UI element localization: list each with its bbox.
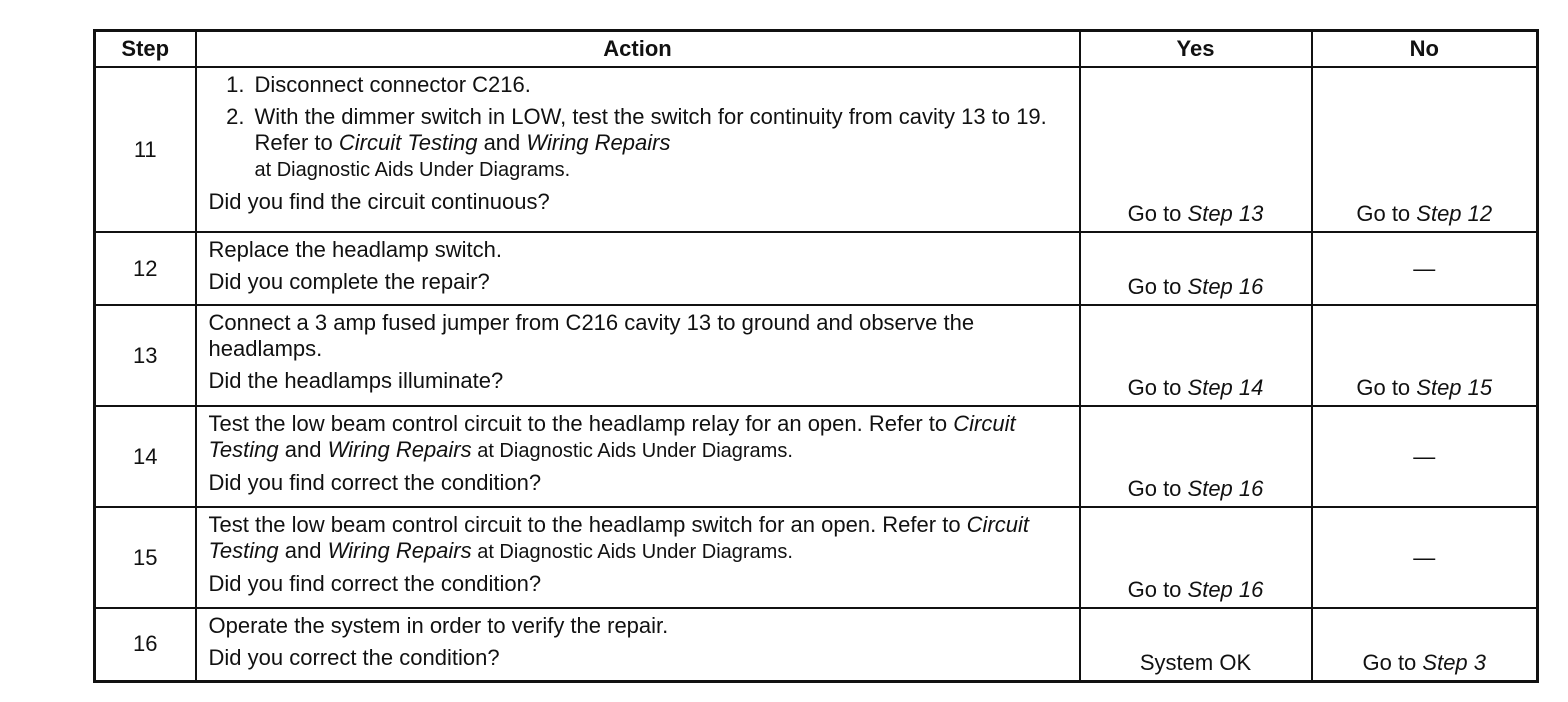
table-row: 12 Replace the headlamp switch. Did you … (93, 231, 1539, 306)
action-text: Operate the system in order to verify th… (208, 613, 669, 638)
ref-circuit-testing: Circuit Testing (208, 512, 1030, 563)
yes-step-link: Step 14 (1187, 375, 1264, 400)
no-cell: — (1310, 231, 1539, 306)
list-text: With the dimmer switch in LOW, test the … (254, 104, 1047, 181)
action-text: Test the low beam control circuit to the… (208, 512, 1030, 563)
ref-wiring-repairs: Wiring Repairs (526, 130, 671, 155)
step-number: 13 (93, 304, 197, 407)
ref-wiring-repairs: Wiring Repairs (327, 437, 472, 462)
list-number: 1. (226, 72, 245, 97)
yes-step-link: Step 16 (1187, 476, 1264, 501)
header-yes: Yes (1078, 29, 1313, 68)
step-number: 12 (93, 231, 197, 306)
header-step: Step (93, 29, 197, 68)
list-item: 2. With the dimmer switch in LOW, test t… (209, 104, 1069, 183)
yes-cell: Go to Step 14 (1078, 304, 1313, 407)
table-header-row: Step Action Yes No (93, 29, 1539, 68)
no-cell: Go to Step 12 (1310, 66, 1539, 233)
no-cell: Go to Step 3 (1310, 607, 1539, 682)
list-item: 1. Disconnect connector C216. (209, 72, 1069, 98)
action-cell: Connect a 3 amp fused jumper from C216 c… (194, 304, 1081, 407)
ref-circuit-testing: Circuit Testing (338, 130, 478, 155)
table-row: 16 Operate the system in order to verify… (93, 607, 1539, 682)
table-row: 15 Test the low beam control circuit to … (93, 506, 1539, 609)
no-cell: — (1310, 506, 1539, 609)
question-text: Did you complete the repair? (208, 269, 490, 294)
yes-cell: System OK (1078, 607, 1313, 682)
yes-result: System OK (1139, 649, 1252, 675)
action-cell: Replace the headlamp switch. Did you com… (194, 231, 1081, 306)
no-dash: — (1413, 443, 1436, 469)
question-text: Did the headlamps illuminate? (208, 368, 504, 393)
list-text: Disconnect connector C216. (254, 72, 531, 97)
header-action: Action (194, 29, 1081, 68)
no-step-link: Step 12 (1416, 201, 1493, 226)
step-number: 14 (93, 405, 197, 508)
no-step-link: Step 3 (1422, 649, 1487, 675)
action-cell: Operate the system in order to verify th… (194, 607, 1081, 682)
no-dash: — (1413, 544, 1436, 570)
yes-step-link: Step 16 (1187, 274, 1264, 299)
yes-cell: Go to Step 13 (1078, 66, 1313, 233)
table-row: 14 Test the low beam control circuit to … (93, 405, 1539, 508)
ref-wiring-repairs: Wiring Repairs (327, 538, 472, 563)
action-text: Replace the headlamp switch. (208, 237, 503, 262)
question-text: Did you find the circuit continuous? (208, 189, 550, 214)
action-cell: Test the low beam control circuit to the… (194, 405, 1081, 508)
question-text: Did you find correct the condition? (208, 470, 542, 495)
question-text: Did you correct the condition? (208, 645, 500, 670)
action-cell: 1. Disconnect connector C216. 2. With th… (194, 66, 1081, 233)
no-cell: Go to Step 15 (1310, 304, 1539, 407)
no-step-link: Step 15 (1416, 375, 1493, 400)
yes-cell: Go to Step 16 (1078, 506, 1313, 609)
action-text: Connect a 3 amp fused jumper from C216 c… (208, 310, 975, 361)
yes-cell: Go to Step 16 (1078, 405, 1313, 508)
header-no: No (1310, 29, 1539, 68)
table-row: 11 1. Disconnect connector C216. 2. With… (93, 66, 1539, 233)
action-cell: Test the low beam control circuit to the… (194, 506, 1081, 609)
ref-circuit-testing: Circuit Testing (208, 411, 1016, 462)
step-number: 16 (93, 607, 197, 682)
yes-cell: Go to Step 16 (1078, 231, 1313, 306)
question-text: Did you find correct the condition? (208, 571, 542, 596)
diagnostic-table: Step Action Yes No 11 1. Disconnect conn… (93, 29, 1539, 683)
yes-step-link: Step 16 (1187, 577, 1264, 602)
yes-step-link: Step 13 (1187, 201, 1264, 226)
step-number: 15 (93, 506, 197, 609)
no-dash: — (1413, 255, 1436, 281)
no-cell: — (1310, 405, 1539, 508)
step-number: 11 (93, 66, 197, 233)
list-number: 2. (226, 104, 245, 129)
action-text: Test the low beam control circuit to the… (208, 411, 1016, 462)
table-row: 13 Connect a 3 amp fused jumper from C21… (93, 304, 1539, 407)
